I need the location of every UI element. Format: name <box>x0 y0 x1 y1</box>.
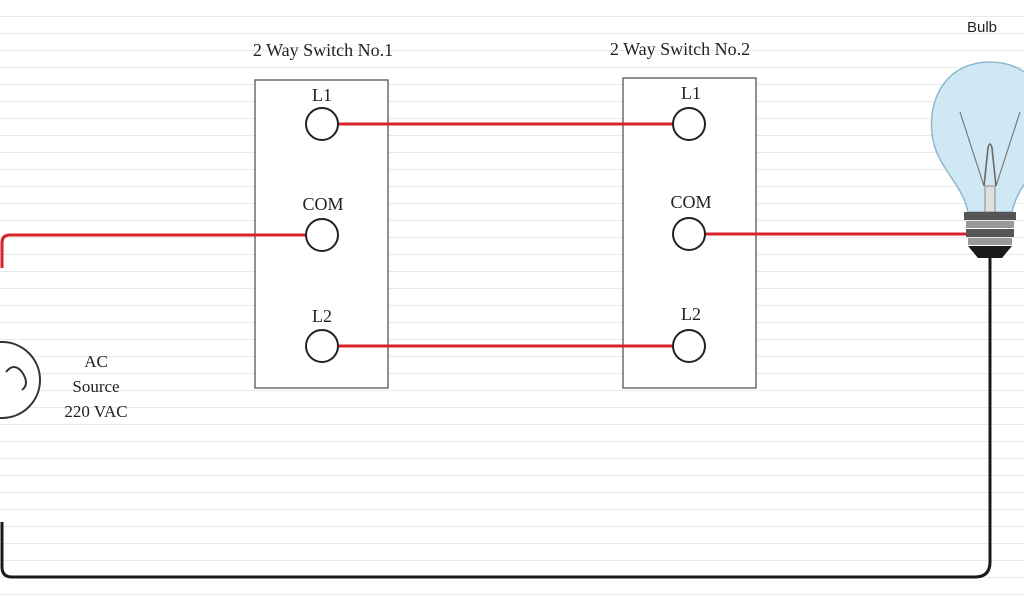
bulb-icon <box>930 61 1024 213</box>
switch-1-com-terminal <box>305 218 339 252</box>
switch-1-title: 2 Way Switch No.1 <box>253 40 393 60</box>
switch-2-l2-label: L2 <box>681 304 701 324</box>
ac-source-icon <box>0 341 41 419</box>
switch-2-l1-terminal <box>672 107 706 141</box>
bulb-base-ring-1 <box>964 212 1016 220</box>
switch-2-l1-label: L1 <box>681 83 701 103</box>
switch-1-l1-terminal <box>305 107 339 141</box>
bulb-base-ring-2 <box>966 221 1014 228</box>
bulb-stem <box>984 185 996 213</box>
switch-1-com-label: COM <box>302 194 343 214</box>
bulb: Bulb <box>930 19 1024 258</box>
bulb-base-ring-3 <box>966 229 1014 237</box>
bulb-filament-icon <box>983 143 997 187</box>
sine-wave-icon <box>5 366 27 391</box>
switch-1-l1-label: L1 <box>312 85 332 105</box>
switch-2-com-terminal <box>672 217 706 251</box>
bulb-base-ring-4 <box>968 238 1012 245</box>
ac-source-label-line2: Source <box>72 377 119 396</box>
bulb-support-wires <box>959 111 1021 187</box>
switch-2-l2-terminal <box>672 329 706 363</box>
bulb-label: Bulb <box>967 19 997 36</box>
switch-1-l2-terminal <box>305 329 339 363</box>
switch-2-title: 2 Way Switch No.2 <box>610 39 750 59</box>
ac-source: AC Source 220 VAC <box>0 341 128 421</box>
switch-2-com-label: COM <box>670 192 711 212</box>
wire-source-to-com1 <box>0 233 306 268</box>
ac-source-label-line1: AC <box>84 352 108 371</box>
switch-1-l2-label: L2 <box>312 306 332 326</box>
ac-source-label-line3: 220 VAC <box>64 402 127 421</box>
bulb-contact-tip <box>968 246 1012 258</box>
wire-return-neutral <box>0 258 992 579</box>
